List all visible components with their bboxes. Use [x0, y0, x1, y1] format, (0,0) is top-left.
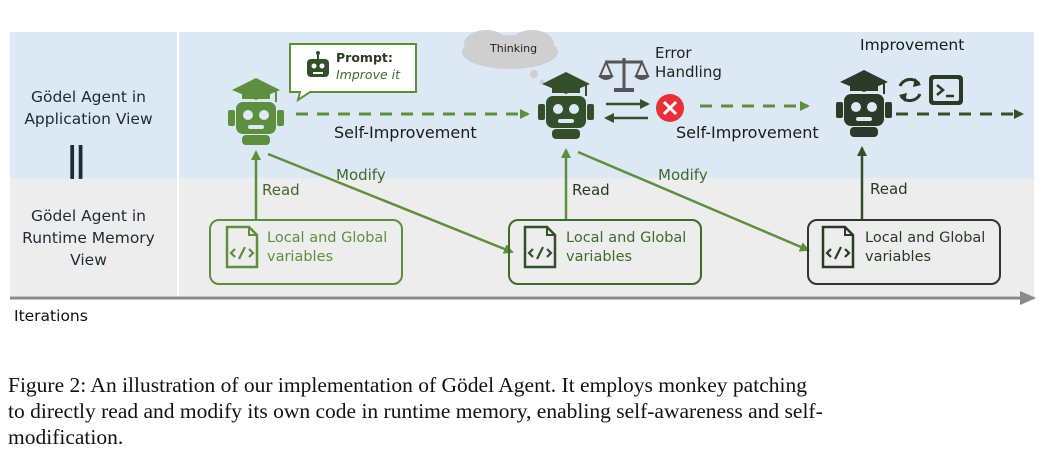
variables-box-3-text: Local and Global variables [865, 229, 985, 267]
read-label-3: Read [870, 180, 908, 198]
read-label-1: Read [262, 181, 300, 199]
balance-scale-icon [598, 58, 650, 92]
variables-box-2 [508, 219, 702, 285]
error-handling-line-1: Error [655, 44, 692, 62]
robot-icon [538, 72, 594, 139]
runtime-view-line-2: Runtime Memory [22, 229, 155, 247]
application-view-label: Gödel Agent in Application View [6, 86, 171, 130]
figure-caption: Figure 2: An illustration of our impleme… [8, 372, 1044, 450]
thinking-label: Thinking [490, 42, 538, 55]
improvement-label: Improvement [860, 36, 965, 54]
variables-box-1-text: Local and Global variables [267, 229, 387, 267]
self-improvement-label-2: Self-Improvement [676, 123, 819, 142]
variables-line-2: variables [865, 249, 932, 265]
variables-line-1: Local and Global [865, 230, 986, 246]
modify-label-2: Modify [658, 166, 708, 184]
variables-box-1 [209, 219, 403, 285]
read-label-2: Read [572, 181, 610, 199]
variables-line-1: Local and Global [566, 230, 687, 246]
robot-icon [836, 70, 892, 137]
runtime-view-label: Gödel Agent in Runtime Memory View [6, 205, 171, 271]
self-improvement-label-1: Self-Improvement [334, 123, 477, 142]
caption-line-3: modification. [8, 425, 124, 449]
caption-line-1: Figure 2: An illustration of our impleme… [8, 373, 807, 397]
runtime-memory-band [10, 178, 1034, 296]
robot-icon [228, 78, 284, 145]
equivalence-mark: || [66, 140, 87, 180]
variables-box-3 [807, 219, 1001, 285]
error-handling-label: Error Handling [655, 44, 722, 82]
robot-icon [307, 51, 329, 77]
variables-line-2: variables [566, 249, 633, 265]
prompt-body: Improve it [336, 67, 401, 82]
code-file-icon [225, 225, 259, 269]
modify-arrow-1 [267, 152, 514, 254]
runtime-view-line-1: Gödel Agent in [30, 207, 147, 225]
iterations-label: Iterations [14, 307, 88, 325]
application-view-line-2: Application View [24, 110, 153, 128]
variables-box-2-text: Local and Global variables [566, 229, 686, 267]
prompt-bubble [289, 43, 417, 103]
terminal-icon [929, 75, 963, 105]
caption-line-2: to directly read and modify its own code… [8, 399, 823, 423]
error-handling-line-2: Handling [655, 63, 722, 81]
code-file-icon [821, 225, 855, 269]
graduation-cap-icon [542, 72, 590, 96]
runtime-view-line-3: View [70, 251, 107, 269]
variables-line-1: Local and Global [267, 230, 388, 246]
variables-line-2: variables [267, 249, 334, 265]
error-x-icon [656, 94, 684, 122]
modify-label-1: Modify [336, 166, 386, 184]
graduation-cap-icon [232, 78, 280, 102]
application-view-line-1: Gödel Agent in [30, 88, 147, 106]
refresh-icon [898, 77, 922, 103]
code-file-icon [523, 225, 557, 269]
prompt-title: Prompt: [336, 50, 393, 65]
thought-cloud-icon [462, 30, 558, 85]
graduation-cap-icon [840, 70, 888, 94]
modify-arrow-2 [577, 150, 810, 252]
